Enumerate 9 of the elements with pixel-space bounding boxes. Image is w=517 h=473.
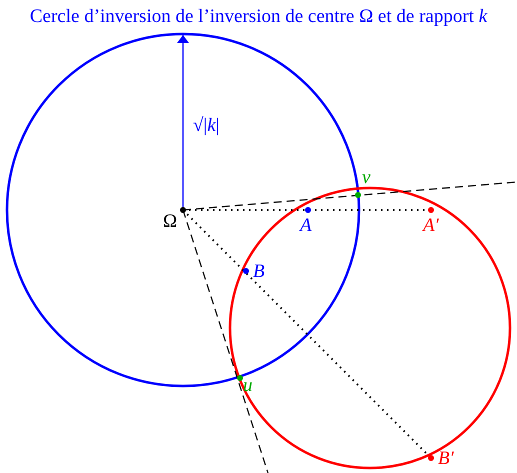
title: Cercle d’inversion de l’inversion de centre Ω et de rapport k	[28, 6, 488, 28]
point-label: B	[253, 262, 265, 282]
point-label: A	[300, 216, 312, 236]
point-label: Ω	[163, 212, 178, 232]
point-label: u	[243, 376, 252, 396]
point-label: v	[362, 168, 370, 188]
point-label: A′	[423, 216, 439, 236]
point-label: √|k|	[193, 116, 220, 136]
point-label: B′	[438, 449, 454, 469]
